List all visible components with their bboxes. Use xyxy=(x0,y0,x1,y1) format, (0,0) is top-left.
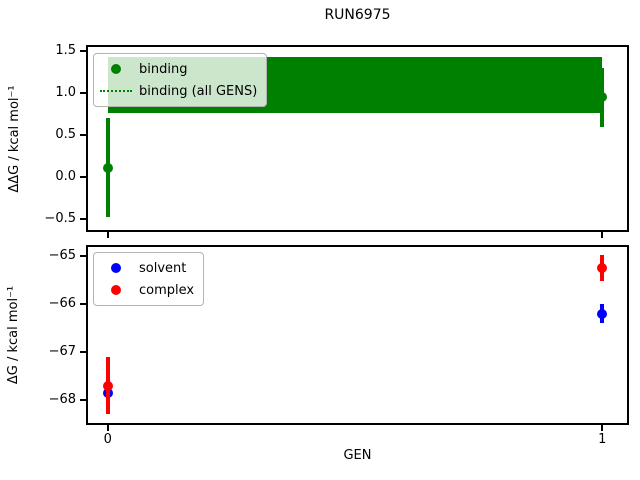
axes-frame-0 xyxy=(86,45,629,232)
y-tick-mark xyxy=(80,92,86,95)
y-tick-mark xyxy=(80,50,86,53)
x-tick-label: 0 xyxy=(103,432,112,447)
legend-label-solvent: solvent xyxy=(139,260,187,276)
y-tick-mark xyxy=(80,255,86,258)
y-tick-mark xyxy=(80,303,86,306)
x-tick-mark xyxy=(601,232,604,238)
axes-frame-1 xyxy=(86,245,629,425)
complex-dot-icon xyxy=(111,285,121,295)
y-tick-label: −68 xyxy=(48,391,76,407)
data-point-binding xyxy=(102,162,113,173)
legend-marker-cell xyxy=(99,263,133,273)
y-tick-label: −0.5 xyxy=(44,211,76,227)
legend-entry-complex: complex xyxy=(99,279,194,301)
legend-marker-cell xyxy=(99,64,133,74)
legend-marker-cell xyxy=(99,285,133,295)
legend-entry-binding-all-gens: binding (all GENS) xyxy=(99,80,257,102)
y-tick-mark xyxy=(80,351,86,354)
legend-label-binding: binding xyxy=(139,61,188,77)
dotted-line-icon xyxy=(100,90,132,92)
legend-entry-binding: binding xyxy=(99,58,257,80)
legend-entry-solvent: solvent xyxy=(99,257,194,279)
y-tick-mark xyxy=(80,176,86,179)
x-tick-mark xyxy=(106,425,109,431)
legend-label-binding-all-gens: binding (all GENS) xyxy=(139,83,258,99)
y-tick-mark xyxy=(80,218,86,221)
solvent-dot-icon xyxy=(111,263,121,273)
legend-label-complex: complex xyxy=(139,282,195,298)
y-tick-label: 1.0 xyxy=(55,85,76,101)
data-point-binding xyxy=(597,92,608,103)
y-tick-label: −66 xyxy=(48,296,76,312)
y-tick-label: 0.0 xyxy=(55,169,76,185)
y-tick-mark xyxy=(80,398,86,401)
x-tick-label: 1 xyxy=(598,432,607,447)
data-point-solvent xyxy=(597,308,608,319)
ylabel-bottom: ΔG / kcal mol⁻¹ xyxy=(6,285,21,385)
x-tick-mark xyxy=(106,232,109,238)
xlabel-gen: GEN xyxy=(343,448,372,463)
y-tick-label: 1.5 xyxy=(55,43,76,59)
y-tick-label: −65 xyxy=(48,248,76,264)
legend-marker-cell xyxy=(99,90,133,92)
y-tick-label: 0.5 xyxy=(55,127,76,143)
binding-dot-icon xyxy=(111,64,121,74)
y-tick-label: −67 xyxy=(48,344,76,360)
legend-bottom: solvent complex xyxy=(93,252,205,306)
figure-title: RUN6975 xyxy=(324,7,391,23)
data-point-complex xyxy=(102,380,113,391)
x-tick-mark xyxy=(601,425,604,431)
y-tick-mark xyxy=(80,134,86,137)
legend-top: binding binding (all GENS) xyxy=(93,53,268,107)
data-point-complex xyxy=(597,263,608,274)
